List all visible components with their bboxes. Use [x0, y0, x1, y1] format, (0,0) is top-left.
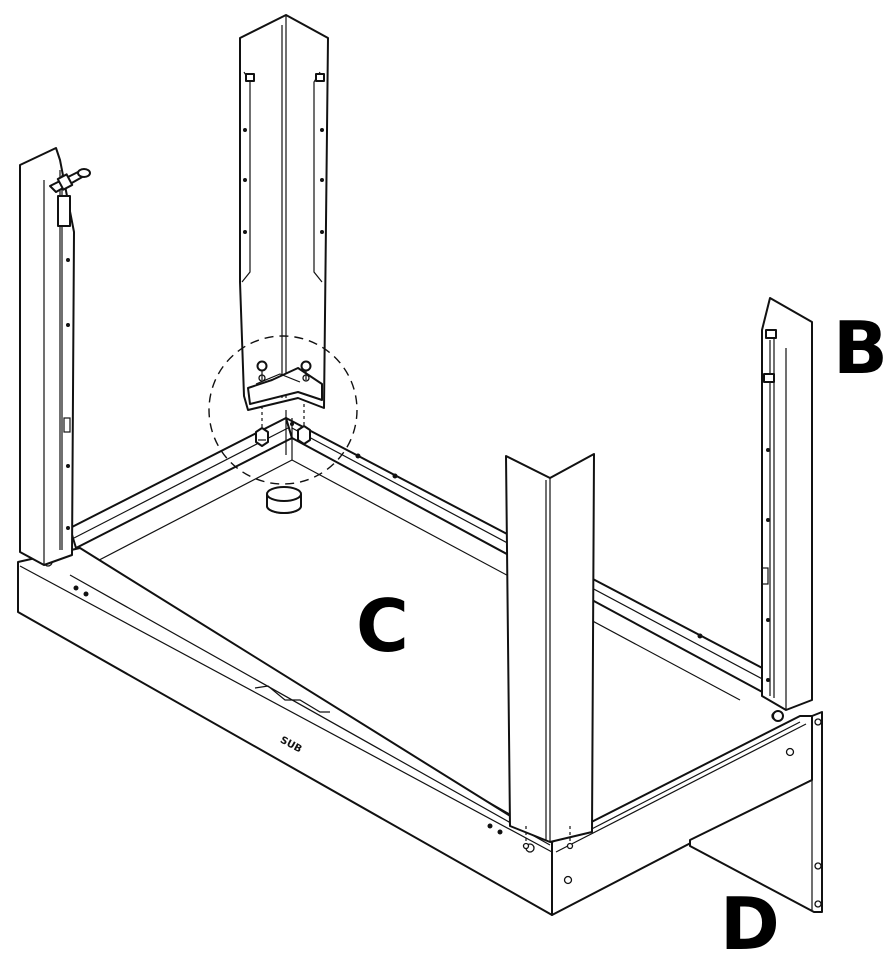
- label-c: C: [356, 584, 409, 668]
- leg-back-left: [19, 147, 91, 566]
- screw-icon: [256, 360, 268, 380]
- nut-icon: [255, 406, 269, 447]
- label-b: B: [833, 306, 886, 390]
- leg-front: [505, 453, 595, 850]
- grommet-icon: [266, 486, 302, 514]
- frame-front-wall: [17, 547, 553, 916]
- nut-icon: [297, 404, 311, 445]
- screw-icon: [300, 360, 312, 380]
- detail-circle: [208, 335, 358, 485]
- label-d: D: [720, 882, 780, 966]
- screw-icon: [49, 168, 91, 193]
- panel-d: [689, 711, 823, 913]
- leg-back-middle: [239, 14, 329, 411]
- leg-b: [761, 297, 813, 722]
